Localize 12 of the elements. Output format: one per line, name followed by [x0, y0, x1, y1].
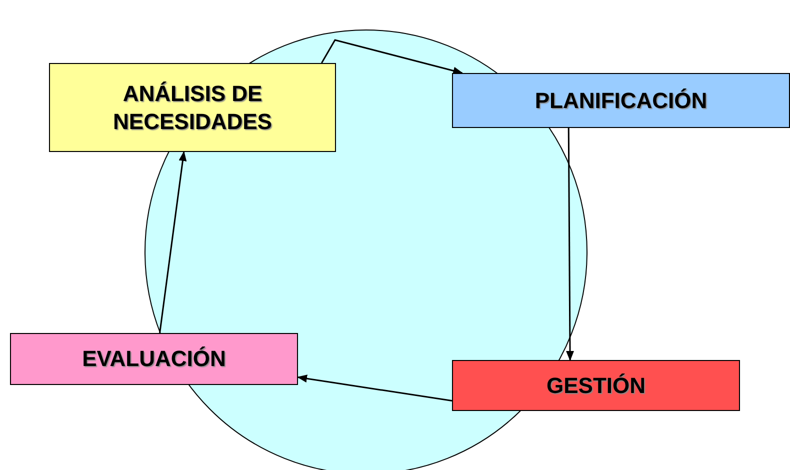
process-box — [10, 333, 298, 385]
box-label: PLANIFICACIÓN — [534, 86, 708, 114]
arrow — [566, 128, 574, 361]
arrow — [159, 151, 187, 334]
box-label: EVALUACIÓN — [81, 345, 227, 373]
process-box — [452, 73, 790, 128]
process-box — [49, 63, 336, 152]
box-label: ANÁLISIS DE NECESIDADES — [112, 80, 273, 136]
box-label: GESTIÓN — [545, 372, 646, 400]
arrow — [297, 374, 452, 402]
arrow — [321, 39, 464, 75]
process-box — [452, 360, 740, 411]
